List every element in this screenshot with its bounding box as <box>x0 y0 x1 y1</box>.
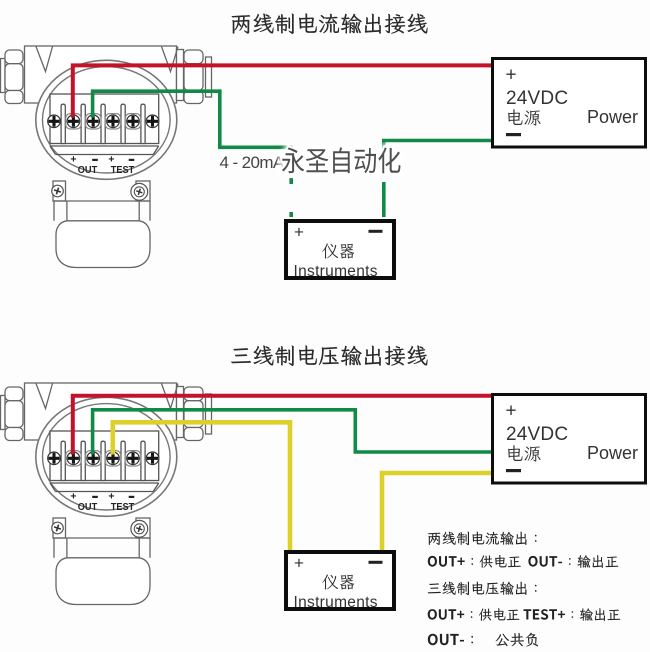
svg-text:Instruments: Instruments <box>294 263 378 280</box>
svg-text:+: + <box>294 553 304 572</box>
svg-text:+: + <box>70 154 76 166</box>
svg-text:24VDC: 24VDC <box>506 88 568 109</box>
svg-text:Instruments: Instruments <box>294 594 378 611</box>
svg-text:+: + <box>108 154 114 166</box>
svg-text:OUT: OUT <box>78 164 98 176</box>
svg-text:+: + <box>294 222 304 241</box>
svg-text:4 - 20mA: 4 - 20mA <box>220 153 285 172</box>
svg-text:Power: Power <box>587 107 638 127</box>
svg-text:Power: Power <box>587 443 638 463</box>
svg-text:TEST: TEST <box>111 164 135 176</box>
svg-text:+: + <box>506 65 517 86</box>
svg-text:24VDC: 24VDC <box>506 424 568 445</box>
svg-text:+: + <box>506 401 517 422</box>
